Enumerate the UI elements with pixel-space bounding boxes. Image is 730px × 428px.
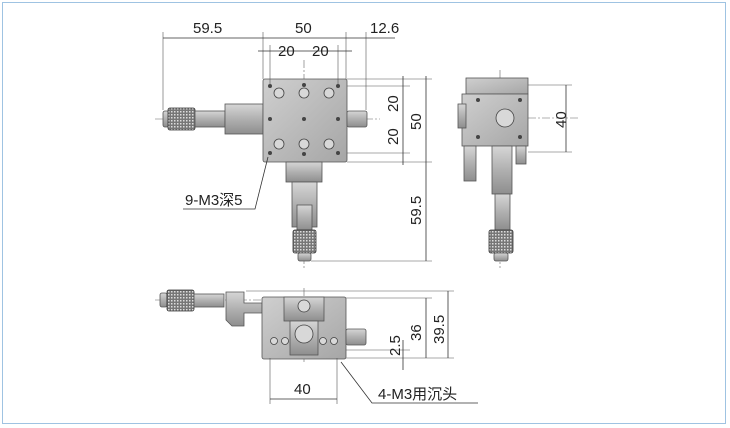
leader-line [340, 361, 478, 404]
dim-59-5-right: 59.5 [408, 196, 425, 225]
dim-12-6: 12.6 [370, 20, 399, 37]
dim-36: 36 [408, 324, 425, 341]
dim-20-right: 20 [312, 43, 329, 60]
front-dimensions [246, 290, 454, 404]
top-dimensions [162, 32, 395, 110]
dim-20-lower: 20 [385, 128, 402, 145]
frame-border [2, 2, 726, 424]
callout-4-m3: 4-M3用沉头 [378, 386, 457, 403]
lock-knob [346, 110, 368, 128]
dim-40-front: 40 [294, 381, 311, 398]
dim-20-upper: 20 [385, 95, 402, 112]
dim-2-5: 2.5 [387, 335, 404, 356]
dim-50-right: 50 [408, 113, 425, 130]
dim-59-5-top: 59.5 [193, 20, 222, 37]
side-top-plate [465, 77, 529, 95]
top-view [155, 60, 380, 268]
dim-39-5: 39.5 [431, 315, 448, 344]
side-view [457, 70, 580, 268]
leader-line [183, 156, 269, 210]
mounting-holes [268, 83, 340, 156]
micrometer-mount [224, 103, 264, 135]
dim-50-top: 50 [295, 20, 312, 37]
dim-40-side: 40 [553, 111, 570, 128]
front-view [155, 288, 367, 362]
dim-20-left: 20 [278, 43, 295, 60]
micrometer-thimble-knurl [167, 107, 196, 131]
callout-9-m3: 9-M3深5 [185, 192, 243, 209]
micrometer-thimble-knurl [292, 229, 317, 254]
right-dimensions [311, 76, 432, 262]
